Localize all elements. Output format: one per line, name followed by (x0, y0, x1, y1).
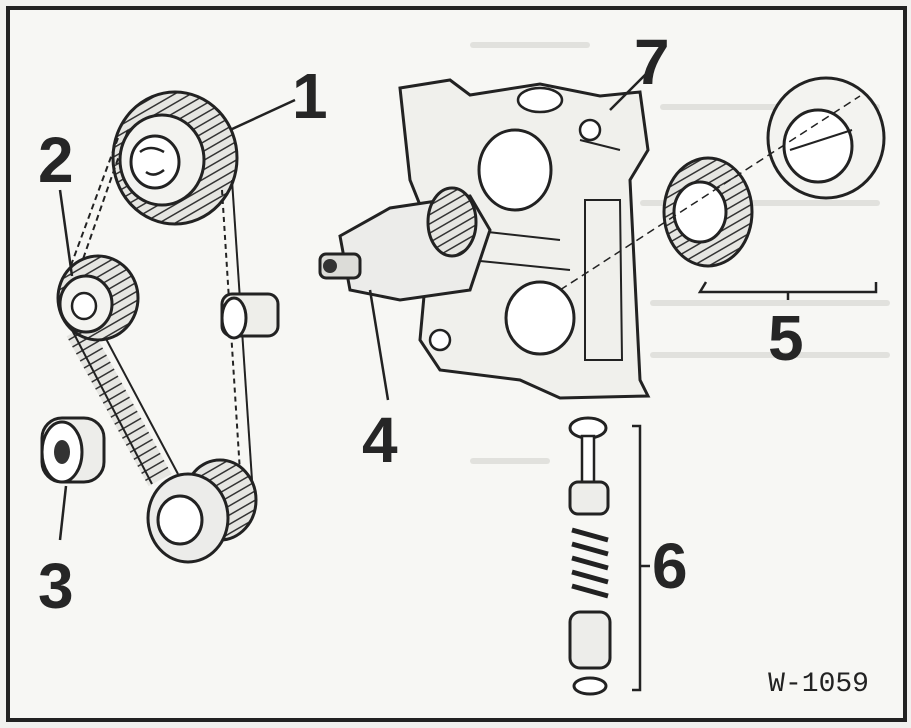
callout-4: 4 (362, 404, 398, 476)
oil-pump-rotors (559, 76, 886, 291)
bleed-through-line (650, 300, 890, 306)
callout-5: 5 (768, 302, 804, 374)
callout-1: 1 (292, 60, 328, 132)
relief-valve-assembly (568, 416, 612, 696)
idler-roller (40, 416, 106, 484)
water-pump (318, 186, 492, 302)
crankshaft-sprocket (146, 458, 258, 564)
bleed-through-line (470, 42, 590, 48)
callout-6: 6 (652, 530, 688, 602)
figure-id: W-1059 (768, 669, 869, 700)
bleed-through-line (640, 200, 880, 206)
timing-belt (66, 129, 253, 487)
camshaft-sprocket (111, 90, 239, 226)
spacer-sleeve (220, 292, 280, 340)
callout-3: 3 (38, 550, 74, 622)
bleed-through-line (660, 104, 880, 110)
callout-2: 2 (38, 124, 74, 196)
bleed-through-line (470, 458, 550, 464)
oil-pump-housing (398, 78, 651, 400)
leader-lines (58, 69, 878, 692)
tensioner-pulley (56, 254, 140, 342)
bleed-through-line (650, 352, 890, 358)
callout-7: 7 (634, 26, 670, 98)
